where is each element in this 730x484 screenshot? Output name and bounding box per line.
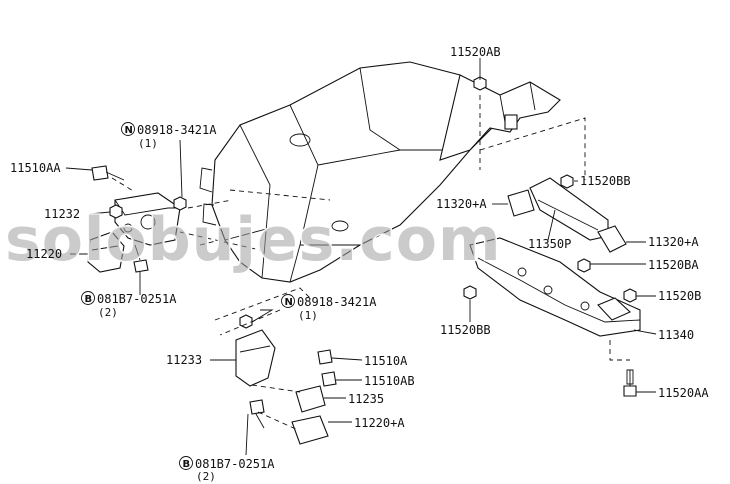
label-081B7-top: 081B7-0251A	[97, 292, 177, 306]
label-081B7-top-qty: (2)	[98, 306, 118, 319]
b-circle-symbol-bot	[179, 456, 193, 470]
label-11320A-right: 11320+A	[648, 235, 699, 249]
label-11220A: 11220+A	[354, 416, 405, 430]
label-11233: 11233	[166, 353, 202, 367]
label-11510A: 11510A	[364, 354, 408, 368]
label-08918-top: 08918-3421A	[137, 123, 217, 137]
label-11235: 11235	[348, 392, 384, 406]
n-circle-letter: N	[125, 125, 133, 136]
label-08918-top-qty: (1)	[138, 137, 158, 150]
label-08918-mid: 08918-3421A	[297, 295, 377, 309]
label-11320A-left: 11320+A	[436, 197, 487, 211]
label-11520B: 11520B	[658, 289, 701, 303]
b-circle-letter-bot: B	[183, 459, 191, 470]
guide-lines	[111, 95, 630, 431]
b-circle-symbol	[81, 291, 95, 305]
label-11520BA: 11520BA	[648, 258, 699, 272]
label-081B7-bot: 081B7-0251A	[195, 457, 275, 471]
label-11510AB: 11510AB	[364, 374, 415, 388]
crossmember-assembly	[463, 76, 641, 397]
label-11350P: 11350P	[528, 237, 571, 251]
lower-mount-assembly	[235, 314, 337, 445]
b-circle-letter: B	[85, 294, 93, 305]
label-11520BB-lower: 11520BB	[440, 323, 491, 337]
label-11520AB: 11520AB	[450, 45, 501, 59]
n-circle-symbol-mid	[281, 294, 295, 308]
label-11220: 11220	[26, 247, 62, 261]
label-08918-mid-qty: (1)	[298, 309, 318, 322]
label-11510AA: 11510AA	[10, 161, 61, 175]
label-11232: 11232	[44, 207, 80, 221]
watermark-text: solobujes.com	[5, 205, 501, 275]
n-circle-letter-mid: N	[285, 297, 293, 308]
n-circle-symbol	[121, 122, 135, 136]
label-081B7-bot-qty: (2)	[196, 470, 216, 483]
label-11520AA: 11520AA	[658, 386, 709, 400]
leader-lines	[65, 58, 657, 456]
label-11520BB-upper: 11520BB	[580, 174, 631, 188]
left-mount-assembly	[87, 165, 187, 273]
label-11340: 11340	[658, 328, 694, 342]
transmission-drawing	[199, 61, 561, 283]
